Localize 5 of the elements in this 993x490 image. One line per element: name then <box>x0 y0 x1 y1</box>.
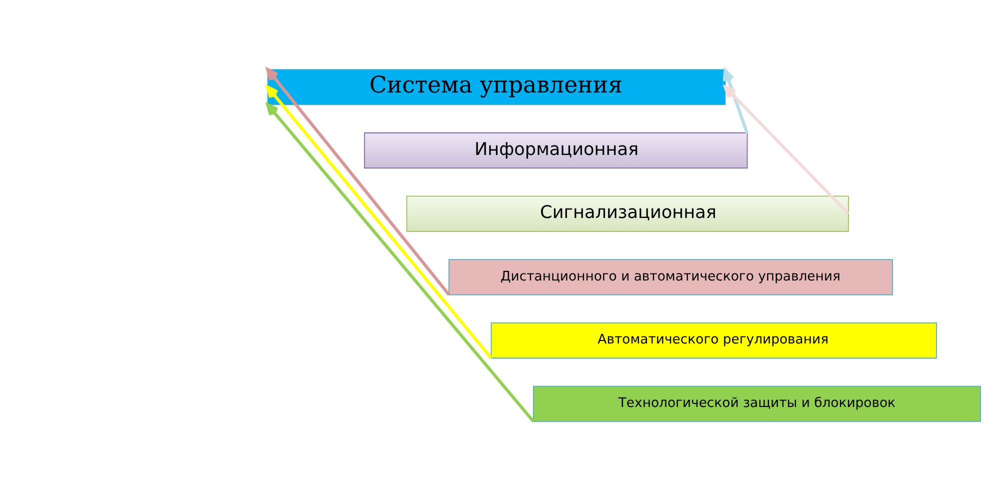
arrow <box>266 85 492 359</box>
arrow <box>266 102 535 422</box>
arrow <box>722 68 749 134</box>
arrow <box>266 67 450 296</box>
arrow <box>724 85 850 214</box>
